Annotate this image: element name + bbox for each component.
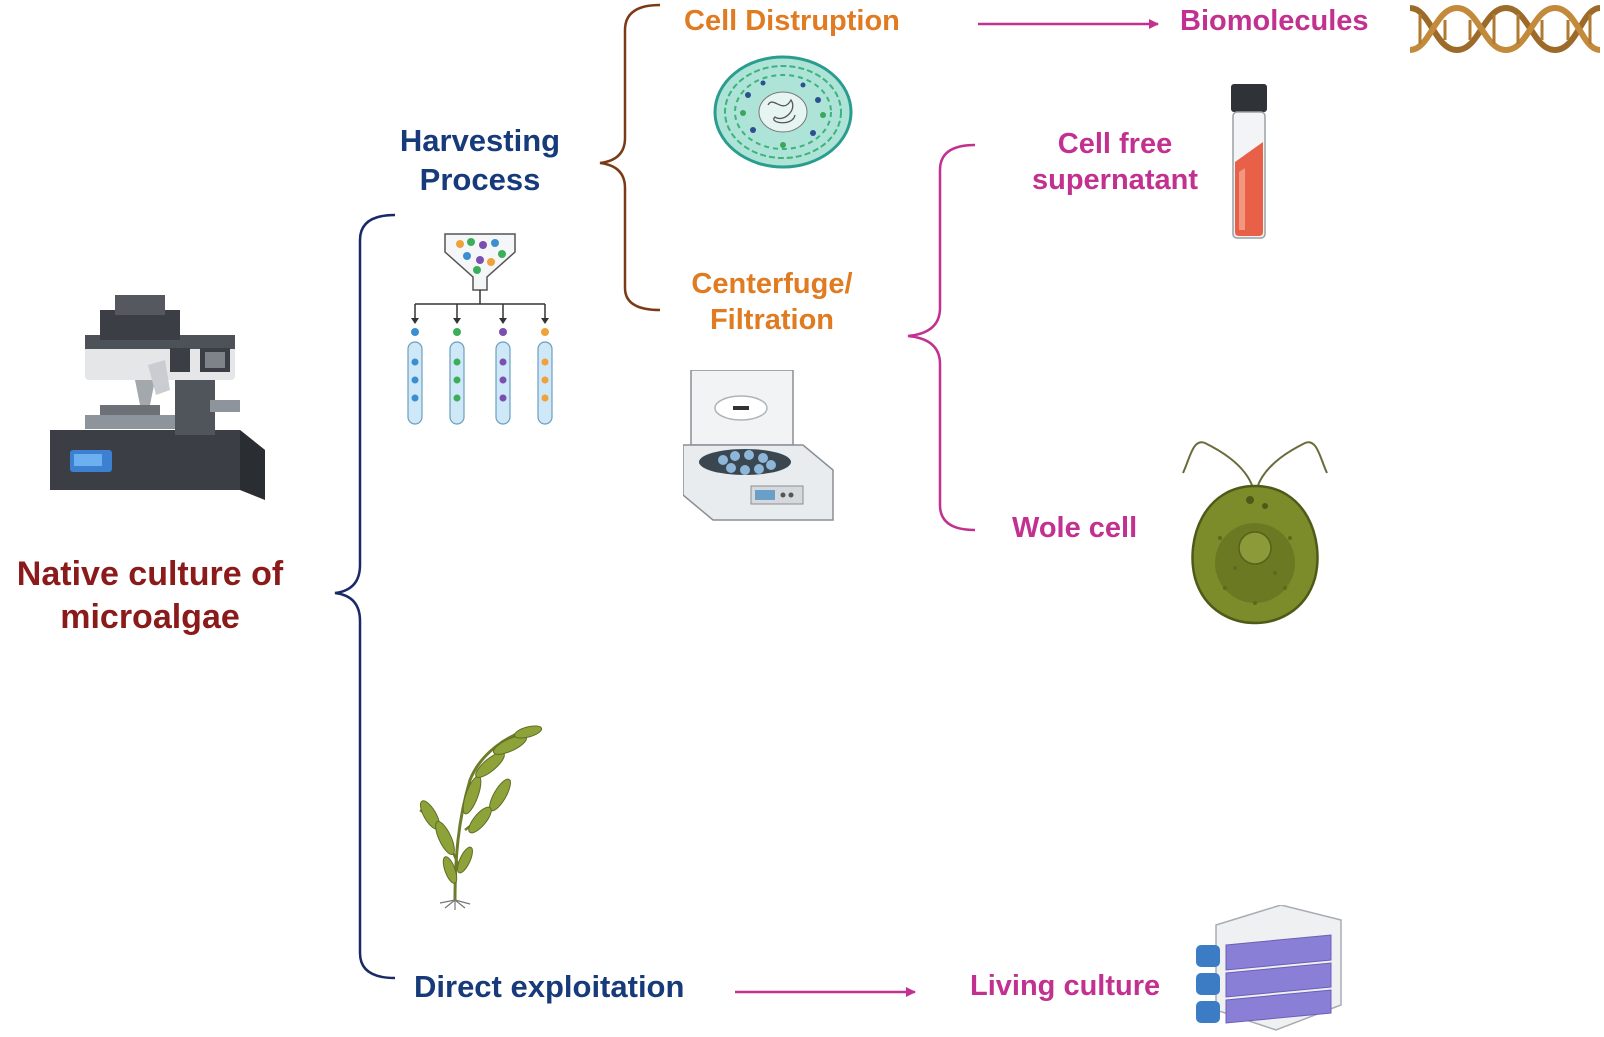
culture-flasks-icon — [1196, 905, 1342, 1031]
harvesting-label-line2: Process — [419, 161, 541, 197]
supernatant-label: Cell free supernatant — [1015, 126, 1215, 199]
microscope-icon — [50, 295, 265, 500]
harvesting-label: Harvesting Process — [385, 122, 575, 200]
direct-exploitation-label: Direct exploitation — [414, 969, 685, 1004]
whole-cell-label: Wole cell — [1012, 512, 1138, 544]
bracket-harvesting — [599, 3, 661, 312]
bracket-root — [334, 213, 396, 980]
centrifuge-label-line1: Centerfuge/ — [691, 268, 853, 300]
sorting-funnel-tubes-icon — [407, 233, 553, 425]
supernatant-label-line2: supernatant — [1032, 164, 1198, 197]
flagellate-alga-icon — [1182, 441, 1328, 625]
centrifuge-label: Centerfuge/ Filtration — [672, 266, 872, 339]
root-label: Native culture of microalgae — [0, 553, 300, 638]
bracket-centrifuge — [907, 143, 976, 532]
cell-disruption-label: Cell Distruption — [684, 5, 900, 37]
living-culture-label: Living culture — [970, 970, 1161, 1002]
root-label-line2: microalgae — [60, 597, 240, 636]
dna-helix-icon — [1410, 4, 1600, 54]
harvesting-label-line1: Harvesting — [399, 123, 561, 158]
supernatant-label-line1: Cell free — [1057, 128, 1173, 160]
vial-icon — [1231, 84, 1267, 239]
centrifuge-label-line2: Filtration — [709, 304, 835, 337]
centrifuge-icon — [683, 370, 834, 521]
algae-plant-icon — [419, 725, 543, 910]
cell-cross-section-icon — [713, 55, 853, 169]
biomolecules-label: Biomolecules — [1180, 5, 1369, 37]
root-label-line1: Native culture of — [16, 555, 284, 593]
